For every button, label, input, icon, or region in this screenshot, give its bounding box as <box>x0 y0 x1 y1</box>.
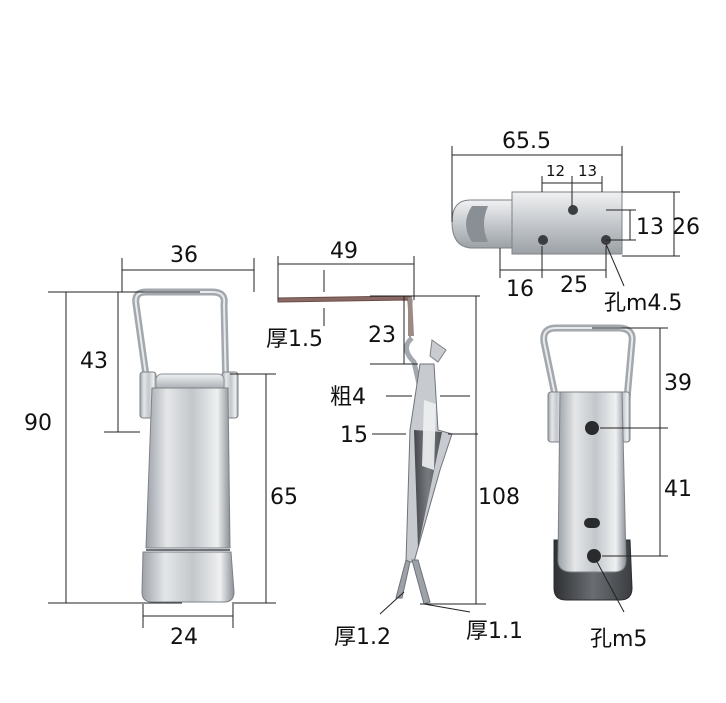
keeper-hole-2 <box>538 235 548 245</box>
back-hole-bottom <box>587 549 601 563</box>
dim-25: 25 <box>560 273 588 298</box>
dim-13-vertical: 13 <box>636 215 664 240</box>
dims-front-view: 36 90 43 65 24 <box>24 243 298 650</box>
latch-body <box>145 387 231 549</box>
dim-36: 36 <box>170 243 198 268</box>
hole-m4-5-label: 孔m4.5 <box>604 291 682 316</box>
dim-wire-4: 粗4 <box>330 385 366 410</box>
dim-49: 49 <box>330 239 358 264</box>
hole-m5-label: 孔m5 <box>590 627 647 652</box>
base-plate-side <box>395 559 411 599</box>
dim-90: 90 <box>24 411 52 436</box>
latch-front-view <box>132 288 239 603</box>
dim-108: 108 <box>478 485 520 510</box>
dims-keeper-view: 65.5 12 13 13 26 16 25 孔m4.5 <box>451 129 700 316</box>
dim-24: 24 <box>170 625 198 650</box>
dim-41: 41 <box>664 477 692 502</box>
dim-12: 12 <box>546 162 565 180</box>
latch-back-plate <box>557 391 627 573</box>
keeper-view <box>451 191 623 255</box>
dim-39: 39 <box>664 371 692 396</box>
dim-65-5: 65.5 <box>502 129 551 154</box>
wire-bail-side <box>404 336 431 425</box>
dim-thickness-1-5: 厚1.5 <box>266 327 323 352</box>
latch-back-view <box>540 324 636 601</box>
dim-13-top: 13 <box>578 162 597 180</box>
dim-26: 26 <box>672 215 700 240</box>
dim-65: 65 <box>270 485 298 510</box>
dim-thickness-1-1: 厚1.1 <box>466 619 523 644</box>
back-slot <box>584 518 600 528</box>
latch-tongue <box>141 551 235 603</box>
keeper-hole-1 <box>568 205 578 215</box>
dim-thickness-1-2: 厚1.2 <box>334 625 391 650</box>
dim-43: 43 <box>80 349 108 374</box>
latch-side-view <box>277 295 453 605</box>
dim-16: 16 <box>506 277 534 302</box>
dim-15: 15 <box>340 423 368 448</box>
back-hole-top <box>585 421 599 435</box>
dims-side-view: 49 厚1.5 23 108 粗4 15 厚1.2 厚1.1 <box>266 239 523 650</box>
dims-back-view: 39 41 孔m5 <box>590 327 692 652</box>
dim-23: 23 <box>368 323 396 348</box>
